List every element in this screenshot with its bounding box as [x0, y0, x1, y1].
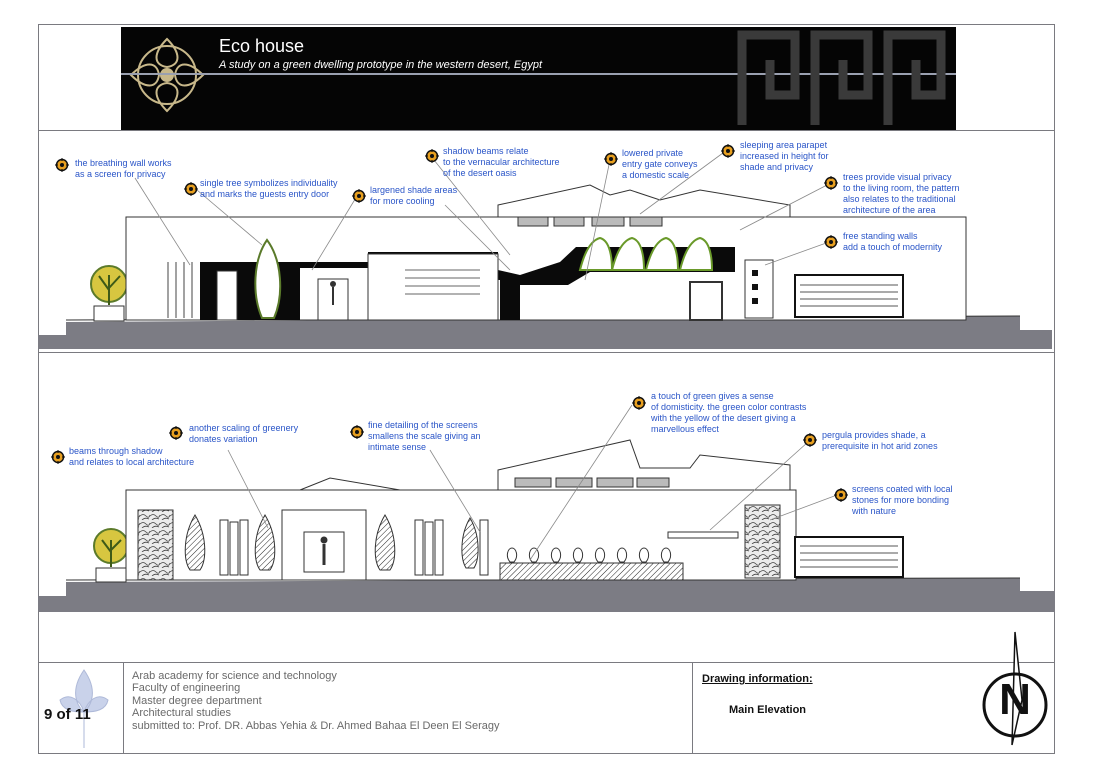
drawing-sheet	[38, 24, 1055, 754]
titleblock-divider-left	[123, 662, 124, 754]
annotation-marker-icon	[425, 149, 439, 163]
drawing-info-label: Drawing information:	[702, 673, 813, 685]
project-subtitle: A study on a green dwelling prototype in…	[219, 59, 543, 71]
note-pergula: pergula provides shade, a prerequisite i…	[822, 430, 938, 451]
free-standing-wall	[744, 259, 774, 319]
garage-door-bottom	[794, 536, 904, 578]
green-planter	[499, 562, 684, 581]
small-tree-bottom	[93, 528, 129, 583]
note-single-tree: single tree symbolizes individuality and…	[200, 178, 338, 199]
stone-screen-left	[137, 509, 174, 581]
annotation-marker-icon	[51, 450, 65, 464]
upper-floor-top	[497, 184, 791, 218]
single-tree	[254, 238, 282, 319]
note-free-standing-walls: free standing walls add a touch of moder…	[843, 231, 943, 252]
note-breathing-wall: the breathing wall works as a screen for…	[75, 158, 172, 179]
arched-trees-top	[578, 236, 714, 271]
note-shadow-beams: shadow beams relate to the vernacular ar…	[443, 146, 560, 178]
annotation-marker-icon	[184, 182, 198, 196]
note-shade-areas: largened shade areas for more cooling	[370, 185, 458, 206]
annotation-marker-icon	[824, 176, 838, 190]
note-greenery-scaling: another scaling of greenery donates vari…	[189, 423, 299, 444]
annotation-marker-icon	[803, 433, 817, 447]
note-fine-screens: fine detailing of the screens smallens t…	[368, 420, 481, 452]
central-panel-top	[367, 253, 499, 321]
fine-screens	[219, 519, 489, 576]
annotation-marker-icon	[632, 396, 646, 410]
annotation-marker-icon	[834, 488, 848, 502]
small-tree-top	[90, 265, 128, 322]
divider-middle	[38, 352, 1055, 353]
tb-line-submitted: submitted to: Prof. DR. Abbas Yehia & Dr…	[132, 719, 500, 732]
note-beams-shadow: beams through shadow and relates to loca…	[69, 446, 195, 467]
north-arrow	[982, 631, 1048, 746]
annotation-marker-icon	[721, 144, 735, 158]
fleur-watermark	[59, 669, 109, 748]
annotation-marker-icon	[350, 425, 364, 439]
pergola	[667, 531, 739, 539]
drawing-title: Main Elevation	[729, 704, 807, 716]
tb-line-academy: Arab academy for science and technology	[132, 670, 337, 682]
annotation-marker-icon	[824, 235, 838, 249]
tb-line-faculty: Faculty of engineering	[132, 682, 241, 695]
note-touch-of-green: a touch of green gives a sense of domist…	[651, 391, 807, 434]
garage-door-top	[794, 274, 904, 318]
note-entry-gate: lowered private entry gate conveys a dom…	[622, 148, 698, 180]
note-trees-privacy: trees provide visual privacy to the livi…	[843, 172, 960, 215]
note-sleeping-parapet: sleeping area parapet increased in heigh…	[740, 140, 829, 172]
hatched-trees	[184, 514, 479, 571]
annotation-marker-icon	[604, 152, 618, 166]
annotation-marker-icon	[55, 158, 69, 172]
meander-pattern	[737, 30, 946, 125]
elevation-top	[38, 149, 1052, 349]
note-stone-screens: screens coated with local stones for mor…	[852, 484, 953, 516]
tb-line-department: Master degree department	[132, 694, 262, 707]
private-entry-gate	[689, 281, 723, 321]
annotation-marker-icon	[169, 426, 183, 440]
project-title: Eco house	[219, 36, 305, 56]
ground-band-bottom	[38, 578, 1055, 612]
stone-screen-right	[744, 504, 781, 579]
planter-trees	[506, 547, 672, 563]
page-number: 9 of 11	[44, 706, 91, 723]
tb-line-studies: Architectural studies	[132, 707, 232, 720]
divider-header	[38, 130, 1055, 131]
elevation-bottom	[38, 404, 1055, 612]
divider-titleblock	[38, 662, 1055, 663]
north-letter: N	[999, 675, 1031, 724]
titleblock-divider-right	[692, 662, 693, 754]
institution-info: Arab academy for science and technology …	[132, 670, 500, 732]
annotation-marker-icon	[352, 189, 366, 203]
ground-band-top	[38, 316, 1052, 349]
